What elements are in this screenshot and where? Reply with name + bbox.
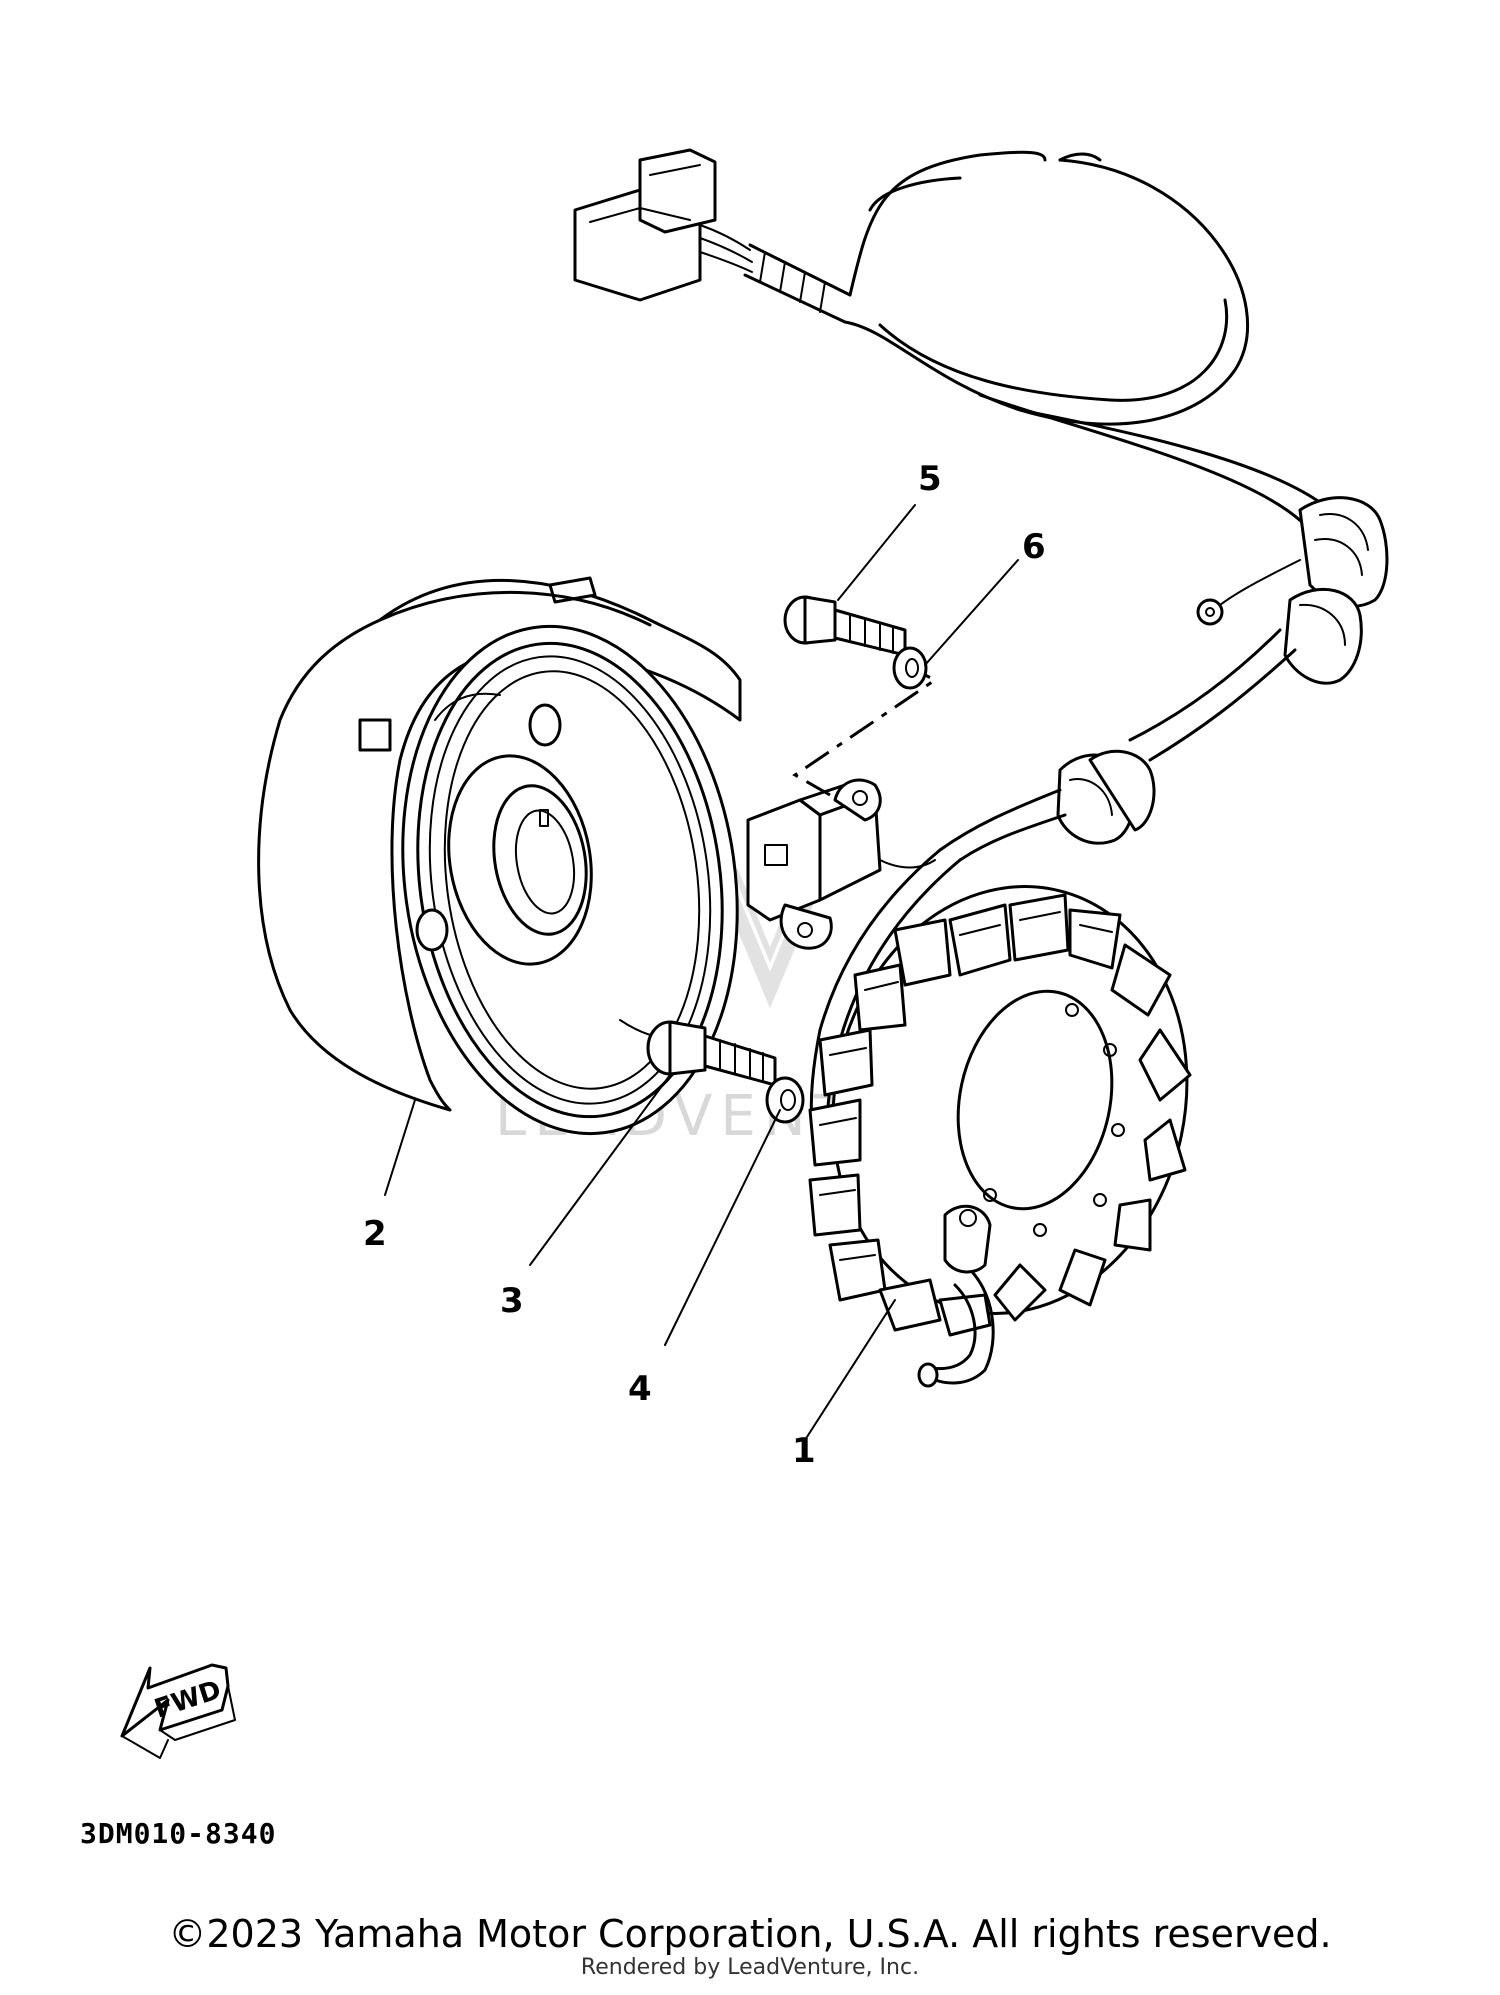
bolt-3 bbox=[646, 1020, 777, 1087]
rendered-by-note: Rendered by LeadVenture, Inc. bbox=[580, 1955, 920, 1980]
callout-3: 3 bbox=[500, 1281, 524, 1321]
callout-6: 6 bbox=[1022, 527, 1046, 567]
diagram-code: 3DM010-8340 bbox=[80, 1817, 276, 1850]
leader-lines bbox=[384, 504, 1019, 1441]
callout-2: 2 bbox=[363, 1214, 387, 1254]
callout-5: 5 bbox=[918, 459, 942, 499]
washer-4 bbox=[765, 1076, 805, 1124]
stator bbox=[808, 885, 1192, 1388]
washer-6 bbox=[892, 646, 928, 690]
fwd-arrow-icon: FWD bbox=[120, 1663, 236, 1759]
copyright-notice: ©2023 Yamaha Motor Corporation, U.S.A. A… bbox=[168, 1912, 1332, 1956]
bolt-5 bbox=[783, 595, 907, 657]
stator-poles bbox=[808, 893, 1192, 1337]
wire-harness bbox=[573, 148, 1389, 1132]
callouts: 1 2 3 4 5 6 bbox=[363, 459, 1046, 1471]
flywheel-rotor bbox=[257, 576, 742, 1136]
callout-4: 4 bbox=[628, 1369, 652, 1409]
pickup-coil bbox=[746, 778, 936, 950]
callout-1: 1 bbox=[792, 1431, 816, 1471]
